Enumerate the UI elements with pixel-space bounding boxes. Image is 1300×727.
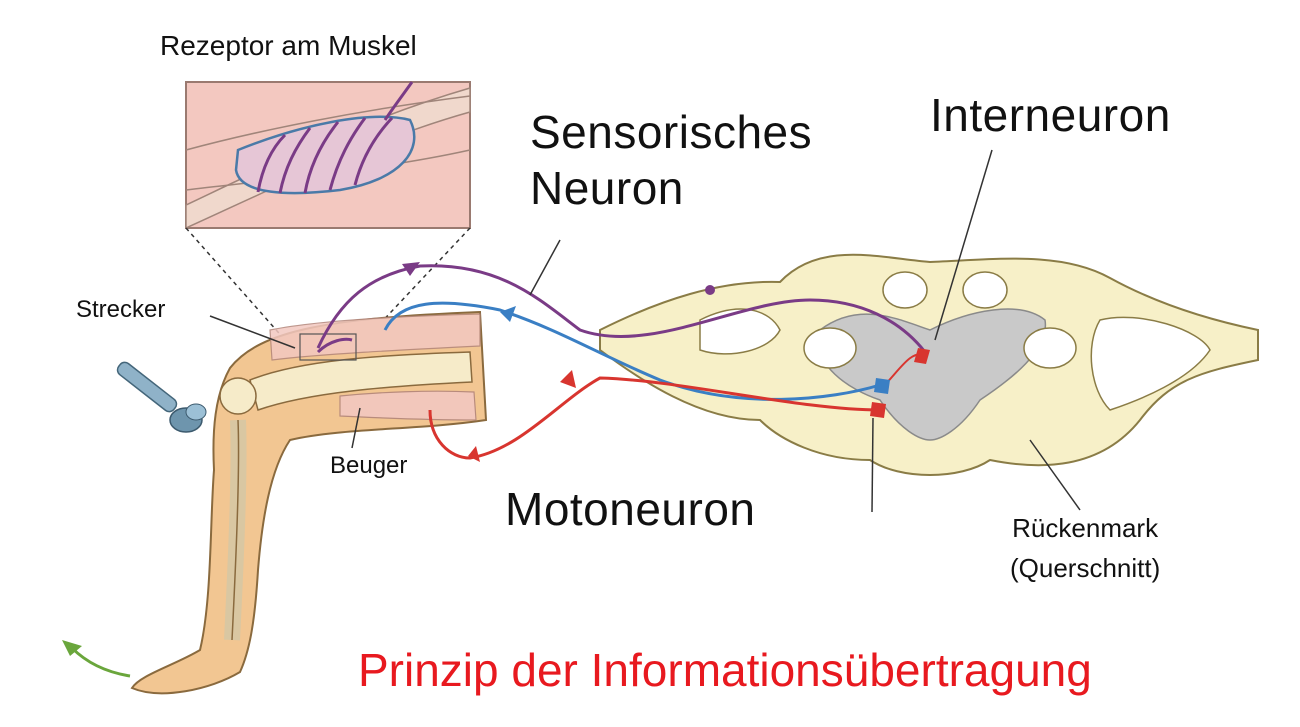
movement-arrow-icon	[62, 640, 130, 676]
spinal-cord-label-line1: Rückenmark	[1010, 508, 1160, 548]
motoneuron-label: Motoneuron	[505, 482, 756, 536]
sensory-neuron-label: Sensorisches Neuron	[530, 104, 812, 216]
spinal-cord-label: Rückenmark (Querschnitt)	[1010, 508, 1160, 588]
sensory-neuron-label-line2: Neuron	[530, 160, 812, 216]
motoneuron-cell	[870, 402, 886, 418]
sensory-neuron-label-line1: Sensorisches	[530, 104, 812, 160]
flexor-label: Beuger	[330, 452, 407, 480]
receptor-label: Rezeptor am Muskel	[160, 30, 417, 62]
spinal-cord-label-line2: (Querschnitt)	[1010, 548, 1160, 588]
reflex-hammer-icon	[115, 360, 206, 432]
extensor-label: Strecker	[76, 296, 165, 324]
diagram-title: Prinzip der Informationsübertragung	[358, 643, 1092, 697]
leg-illustration	[132, 312, 486, 693]
spinal-cord-cross-section	[600, 255, 1258, 475]
sensory-synapse-cell	[874, 378, 890, 394]
receptor-inset	[186, 82, 470, 345]
interneuron-label: Interneuron	[930, 88, 1171, 142]
